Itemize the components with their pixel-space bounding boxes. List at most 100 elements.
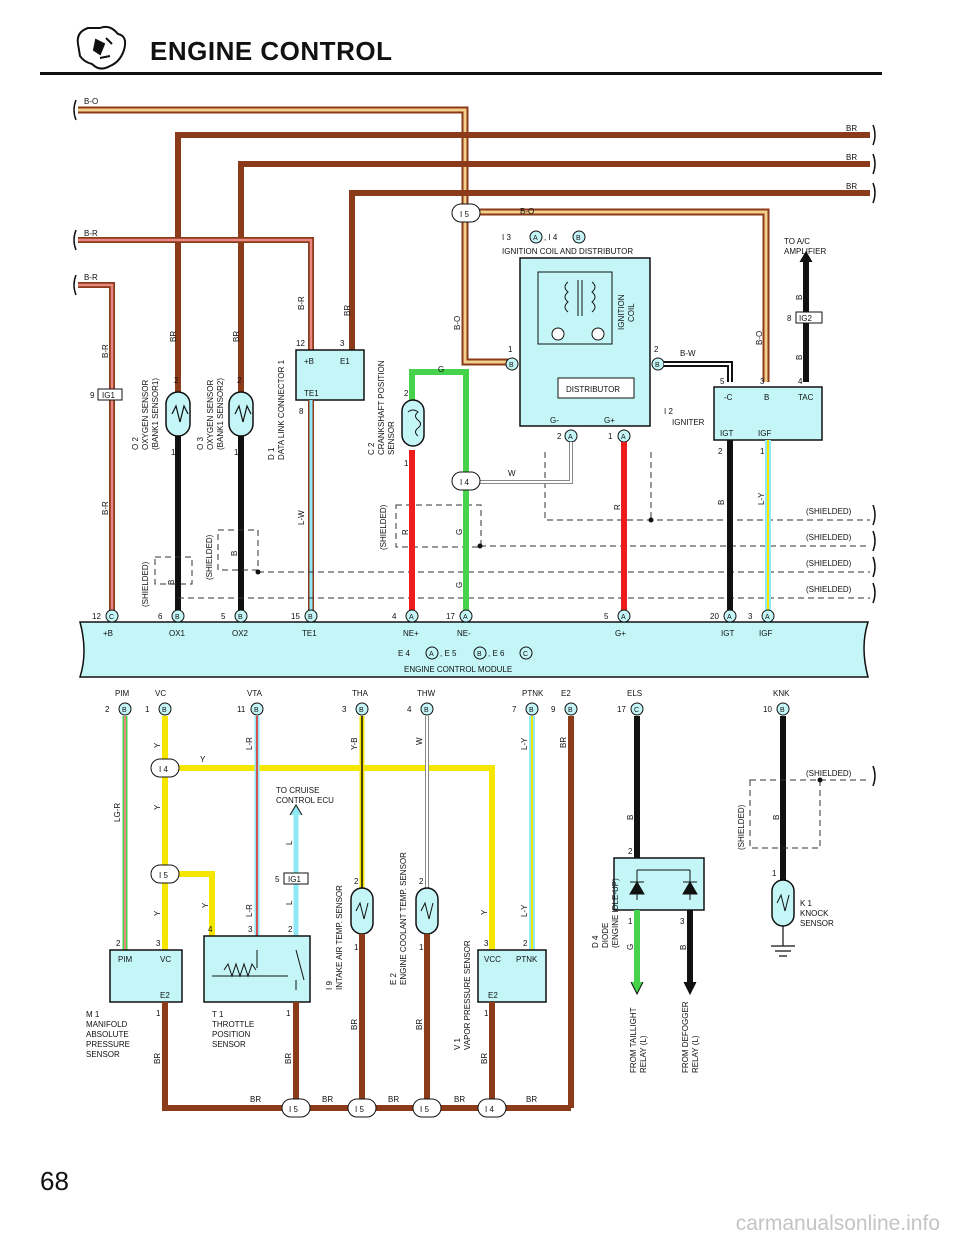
pin-label: 2: [654, 345, 659, 354]
k1-name: KNOCK: [800, 909, 829, 918]
junction-i5-top: [451, 203, 481, 223]
label-br-3: BR: [846, 182, 857, 191]
dlc-te1: TE1: [304, 389, 319, 398]
conn-letter: A: [568, 434, 573, 441]
label-y-5: Y: [201, 902, 210, 908]
ground-junction: [347, 1098, 377, 1118]
diode-icon: [629, 869, 698, 900]
t1-sensor: [203, 935, 311, 1003]
shield-node: [255, 569, 261, 575]
conn-letter: B: [576, 235, 581, 242]
ecm-top-conn-letter: A: [463, 614, 468, 621]
wire-bo-ign: [461, 208, 770, 382]
i9-name: INTAKE AIR TEMP. SENSOR: [335, 885, 344, 990]
plus-terminal-icon: [551, 327, 565, 341]
ign-conn-b: , I 4: [544, 233, 558, 242]
pin-label: 1: [772, 869, 777, 878]
label-bw: B-W: [680, 349, 696, 358]
ecm-top-connector: [761, 609, 775, 623]
ecm-top-connector: [723, 609, 737, 623]
pin-label: 1: [608, 432, 613, 441]
pin-label: 3: [248, 925, 253, 934]
conn-a: [529, 230, 543, 244]
pin-label: 1: [484, 1009, 489, 1018]
ground-junction-label: I 4: [485, 1105, 494, 1114]
coil-icon: [564, 280, 596, 316]
ig-igt: IGT: [720, 429, 733, 438]
label-lr-1: L-R: [245, 737, 254, 750]
ecm-bot-pin-label: VC: [155, 689, 166, 698]
ecm-top-pin-label: +B: [103, 629, 113, 638]
ground-junction-label: I 5: [420, 1105, 429, 1114]
junction-i5-top-label: I 5: [460, 210, 469, 219]
v1-name: VAPOR PRESSURE SENSOR: [463, 940, 472, 1050]
pin-label: 8: [299, 407, 304, 416]
ecm-top-pin-number: 17: [446, 612, 455, 621]
ecm-bot-conn-letter: B: [529, 707, 534, 714]
shield-knk-label: (SHIELDED): [806, 769, 852, 778]
m1-id: M 1: [86, 1010, 100, 1019]
header-rule: [40, 72, 882, 75]
ground-br-label: BR: [322, 1095, 333, 1104]
junction-i5-bot: [150, 864, 180, 884]
label-lgr: LG-R: [113, 803, 122, 822]
ecm-top-connector: [617, 609, 631, 623]
label-g-crank3: G: [455, 582, 464, 588]
ig-minus-c: -C: [724, 393, 733, 402]
ig-igf: IGF: [758, 429, 771, 438]
o3-sub: (BANK1 SENSOR2): [216, 378, 225, 450]
taillight-label: FROM TAILLIGHT: [629, 1007, 638, 1073]
dlc-e1: E1: [340, 357, 350, 366]
label-brr-1: B-R: [84, 229, 98, 238]
label-brr-5: B-R: [297, 296, 306, 310]
d1-id: D 1: [267, 447, 276, 460]
label-y-2: Y: [200, 755, 206, 764]
label-br-2: BR: [846, 153, 857, 162]
label-r-crank: R: [401, 529, 410, 535]
ground-br-label: BR: [388, 1095, 399, 1104]
label-br-t1: BR: [284, 1053, 293, 1064]
m1-pim: PIM: [118, 955, 133, 964]
e2-name: ENGINE COOLANT TEMP. SENSOR: [399, 852, 408, 985]
c2-id: C 2: [367, 442, 376, 455]
ig-b: B: [764, 393, 769, 402]
ecm-top-pin-label: G+: [615, 629, 626, 638]
ecm-bot-connector: [776, 702, 790, 716]
pin-label: 1: [234, 448, 239, 457]
label-r-gp: R: [613, 504, 622, 510]
pin-label: 2: [718, 447, 723, 456]
ecm-top-conn-letter: B: [238, 614, 243, 621]
ecm-top-pin-number: 12: [92, 612, 101, 621]
pin-label: 3: [760, 377, 765, 386]
ecm-bot-conn-letter: B: [162, 707, 167, 714]
label-y-6: Y: [480, 909, 489, 915]
taillight-label2: RELAY (L): [639, 1035, 648, 1073]
ecm-top-connector: [171, 609, 185, 623]
ecm-bot-pin-label: E2: [561, 689, 571, 698]
car-logo-icon: [76, 25, 127, 70]
label-y-4: Y: [153, 910, 162, 916]
ecm-bot-pin-number: 4: [407, 705, 412, 714]
shield-r4: (SHIELDED): [806, 585, 852, 594]
wire-br-ecm-bplus: [78, 282, 115, 616]
label-brr-4: B-R: [101, 501, 110, 515]
o2-id: O 2: [131, 437, 140, 450]
label-bo-3: B-O: [453, 316, 462, 330]
ground-junction-label: I 5: [355, 1105, 364, 1114]
junction-i4-mid: [451, 471, 481, 491]
to-ac2: AMPLIFIER: [784, 247, 826, 256]
ecm-bot-pin-number: 1: [145, 705, 150, 714]
v1-id: V 1: [453, 1037, 462, 1050]
ecm-bot-pins: B2PIMB1VCB11VTAB3THAB4THWB7PTNKB9E2C17EL…: [105, 689, 790, 716]
ecm-bot-pin-label: THW: [417, 689, 436, 698]
g-minus: G-: [550, 416, 559, 425]
label-brr-2: B-R: [84, 273, 98, 282]
ecm-conn-a: E 4: [398, 649, 411, 658]
ign-conn-a: I 3: [502, 233, 511, 242]
conn-b: [505, 357, 519, 371]
shield-c2: (SHIELDED): [379, 504, 388, 550]
pin-label: 1: [171, 448, 176, 457]
label-ly-2: L-Y: [520, 904, 529, 917]
d1-name: DATA LINK CONNECTOR 1: [277, 359, 286, 460]
